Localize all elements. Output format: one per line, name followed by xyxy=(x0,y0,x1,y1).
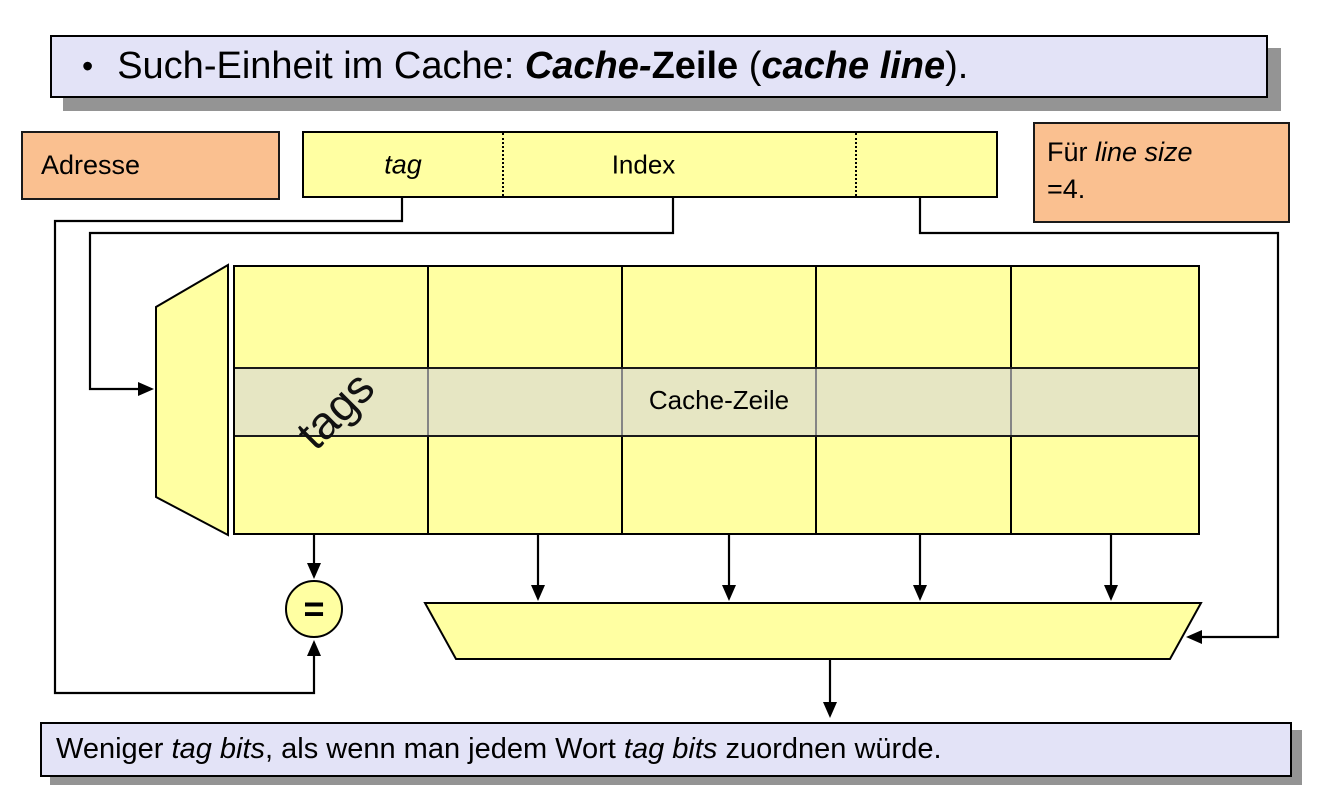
line-size-text-italic: line size xyxy=(1095,137,1193,167)
field-separator-tag-index xyxy=(502,133,504,196)
title-term-en: cache line xyxy=(761,45,946,87)
line-size-text-line2: =4. xyxy=(1047,174,1086,204)
address-bitfield: tag Index xyxy=(302,131,998,198)
footer-tag-bits-1: tag bits xyxy=(171,733,266,765)
footer-text-post: zuordnen würde. xyxy=(717,733,942,765)
adresse-box: Adresse xyxy=(21,131,280,200)
footer-note-box: Weniger tag bits, als wenn man jedem Wor… xyxy=(40,722,1292,777)
word-arrowhead-1 xyxy=(531,585,545,601)
title-term-de-part1: Cache- xyxy=(524,45,652,87)
word-arrowhead-4 xyxy=(1104,585,1118,601)
tags-bank-shape xyxy=(155,263,229,537)
adresse-label: Adresse xyxy=(41,150,141,180)
tag-wire-arrowhead-up xyxy=(307,640,321,656)
title-term-de-part2: Zeile xyxy=(651,45,739,87)
footer-tag-bits-2: tag bits xyxy=(623,733,718,765)
footer-text-mid: , als wenn man jedem Wort xyxy=(265,733,624,765)
offset-wire-arrowhead-left xyxy=(1186,630,1202,644)
footer-text-pre: Weniger xyxy=(56,733,172,765)
comparator-equals-label: = xyxy=(303,588,325,629)
field-separator-index-offset xyxy=(855,133,857,196)
line-size-note: Für line size =4. xyxy=(1033,122,1290,223)
index-field-label: Index xyxy=(611,149,676,179)
mux-output-arrowhead xyxy=(823,702,837,718)
word-arrowhead-2 xyxy=(722,585,736,601)
title-paren-open: ( xyxy=(738,45,762,87)
index-wire-arrowhead-right xyxy=(138,382,154,396)
mux-shape xyxy=(423,602,1203,660)
title-text-pre: Such-Einheit im Cache: xyxy=(117,45,525,87)
title-paren-close: ). xyxy=(945,45,969,87)
bullet-marker: • xyxy=(82,48,94,84)
line-size-text-pre: Für xyxy=(1047,137,1096,167)
tag-field-label: tag xyxy=(384,149,422,179)
word-arrowhead-3 xyxy=(913,585,927,601)
tags-arrowhead-down xyxy=(307,563,321,579)
title-box: • Such-Einheit im Cache: Cache-Zeile (cac… xyxy=(50,35,1268,98)
cache-line-label: Cache-Zeile xyxy=(648,385,790,415)
